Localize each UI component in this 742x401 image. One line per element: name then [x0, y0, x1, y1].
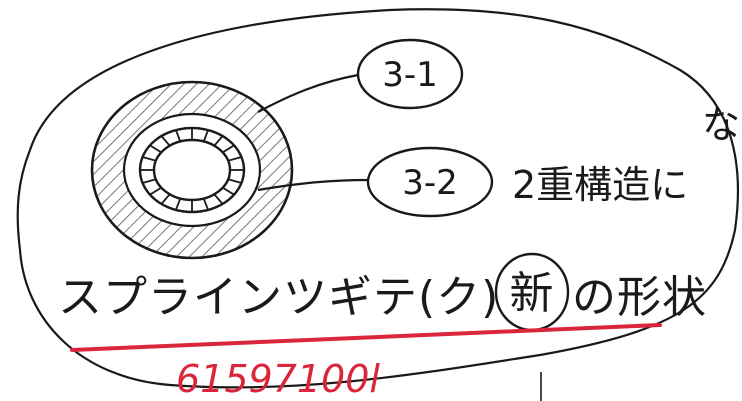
leader-line-3-1 — [257, 73, 359, 113]
serial-number: 61597100l — [176, 357, 380, 401]
spline-tooth — [227, 178, 242, 184]
spline-tooth — [149, 186, 162, 196]
title-text-before: スプラインツギテ(ク) — [58, 272, 499, 323]
spline-tooth — [213, 193, 224, 205]
spline-tooth — [202, 198, 209, 211]
spline-tooth — [213, 135, 224, 147]
label-3-2: 3-2 — [402, 163, 458, 203]
title-text-after: の形状 — [572, 272, 707, 323]
spline-tooth — [227, 156, 242, 162]
leader-line-3-2 — [257, 178, 369, 192]
spline-tooth — [160, 193, 171, 205]
label-bubble-3-1 — [356, 38, 464, 110]
inner-bore — [152, 138, 232, 202]
title-circled-char: 新 — [510, 268, 555, 319]
spline-teeth — [140, 128, 244, 212]
spline-tooth — [149, 144, 162, 154]
outer-boundary-outline — [16, 8, 739, 389]
spline-tooth — [160, 135, 171, 147]
spline-tooth — [175, 198, 182, 211]
spline-tooth — [142, 156, 157, 162]
label-bubble-3-2 — [366, 146, 494, 218]
spline-tooth — [142, 178, 157, 184]
spline-tooth — [222, 144, 235, 154]
spline-tooth — [202, 129, 209, 142]
annotation-line-2: 2重構造に — [512, 163, 688, 207]
annotation-line-1: な — [702, 103, 740, 147]
spline-tooth — [222, 186, 235, 196]
red-underline — [70, 323, 662, 352]
spline-tooth — [175, 129, 182, 142]
label-3-1: 3-1 — [382, 55, 438, 95]
